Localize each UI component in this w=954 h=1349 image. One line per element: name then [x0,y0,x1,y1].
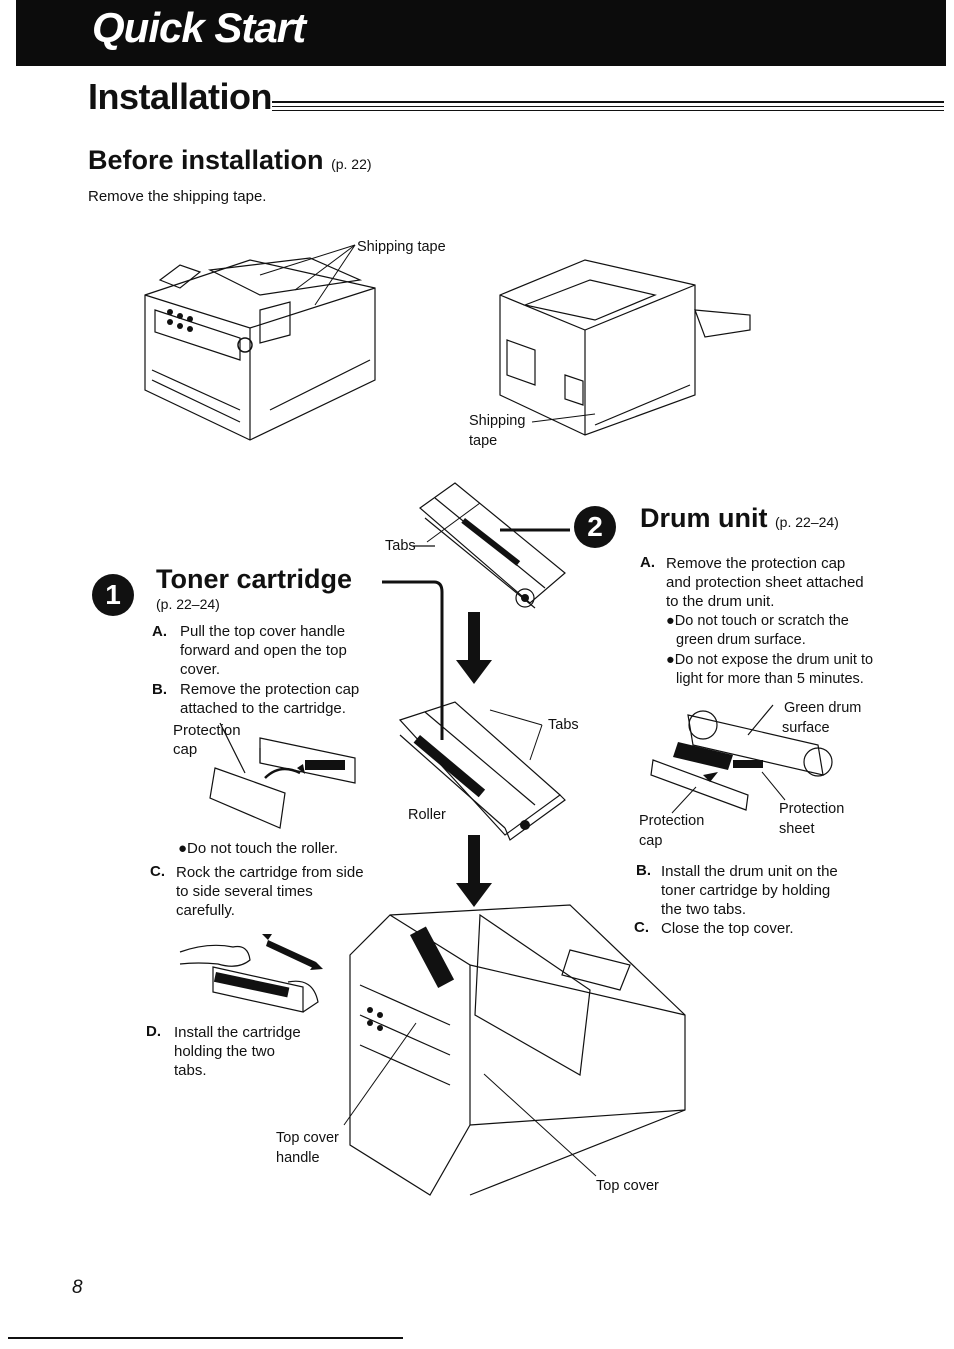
toner-cartridge-ref: (p. 22–24) [156,596,220,612]
before-installation-ref: (p. 22) [331,156,372,172]
toner-step-a-text-3: cover. [180,661,221,678]
toner-step-d: D. [146,1022,161,1041]
toner-cartridge-title: Toner cartridge [156,564,353,594]
drum-step-a-text-1: Remove the protection cap [666,555,846,572]
shipping-tape-leader-lines [259,244,356,306]
installation-rule [272,101,944,103]
green-drum-label-2: surface [782,720,830,736]
drum-protection-illustration [650,704,833,811]
toner-note-roller: ●Do not touch the roller. [178,840,338,857]
toner-step-a-text-2: forward and open the top [180,642,347,659]
protection-sheet-label-2: sheet [779,821,815,837]
toner-step-a-text-1: Pull the top cover handle [180,623,346,640]
drum-unit-heading: Drum unit [640,503,768,533]
tabs-mid-leaders [489,709,543,761]
before-installation-title: Before installation (p. 22) [88,145,372,176]
tabs-top-leader [426,502,481,543]
toner-step-a: A. [152,622,167,641]
toner-step-b-text-2: attached to the cartridge. [180,700,346,717]
drum-step-b-text-1: Install the drum unit on the [661,863,838,880]
before-installation-heading: Before installation [88,145,324,175]
footer-rule [8,1337,403,1339]
toner-step-c-letter: C. [150,863,165,880]
installation-title: Installation [88,76,273,117]
drum-protection-cap-label-1: Protection [639,813,705,829]
drum-step-a: A. [640,553,655,572]
drum-connector [500,528,570,532]
protection-sheet-leader [761,771,786,801]
drum-step-b: B. [636,861,651,880]
top-cover-handle-label-1: Top cover [276,1130,339,1146]
fax-machine-open-cover-illustration [349,904,686,1196]
toner-step-a-letter: A. [152,623,167,640]
rock-cartridge-illustration [179,934,323,1013]
top-cover-label: Top cover [596,1178,659,1194]
top-cover-handle-label-2: handle [276,1150,320,1166]
protection-cap-removal-illustration [209,722,356,829]
drum-step-c: C. [634,918,649,937]
shipping-rear-label-2: tape [469,433,498,449]
toner-step-d-text-1: Install the cartridge [174,1024,301,1041]
step-1-badge: 1 [92,574,134,616]
header-banner [16,0,946,66]
toner-step-d-text-2: holding the two [174,1043,275,1060]
shipping-rear-leader [531,413,596,423]
drum-step-b-letter: B. [636,862,651,879]
drum-step-b-text-2: toner cartridge by holding [661,882,831,899]
toner-cap-label: cap [173,741,198,758]
fax-machine-front-illustration [144,257,376,441]
roller-label: Roller [408,807,446,823]
drum-step-c-text-1: Close the top cover. [661,920,794,937]
fax-machine-rear-illustration [499,259,751,436]
protection-sheet-label-1: Protection [779,801,845,817]
drum-note-2b: light for more than 5 minutes. [676,671,864,687]
tabs-top-label: Tabs [385,538,416,554]
toner-step-d-letter: D. [146,1023,161,1040]
banner-title: Quick Start [92,4,306,51]
drum-step-a-text-2: and protection sheet attached [666,574,864,591]
drum-step-c-letter: C. [634,919,649,936]
toner-step-b-letter: B. [152,681,167,698]
drum-step-a-text-3: to the drum unit. [666,593,775,610]
page-number: 8 [72,1277,83,1298]
step-2-badge: 2 [574,506,616,548]
shipping-tape-label: Shipping tape [357,239,446,255]
top-cover-leader [483,1073,597,1177]
toner-title-connector [382,580,444,740]
drum-unit-illustration [413,482,566,609]
top-cover-handle-leader [343,1022,417,1126]
drum-step-a-letter: A. [640,554,655,571]
toner-step-b-text-1: Remove the protection cap [180,681,360,698]
toner-step-c-text-3: carefully. [176,902,235,919]
toner-step-c-text-2: to side several times [176,883,313,900]
drum-unit-title: Drum unit (p. 22–24) [640,503,839,534]
shipping-rear-label-1: Shipping [469,413,526,429]
before-instruction: Remove the shipping tape. [88,188,267,205]
green-drum-label-1: Green drum [784,700,862,716]
toner-step-c-text-1: Rock the cartridge from side [176,864,364,881]
tabs-mid-label: Tabs [548,717,579,733]
drum-note-1a: ●Do not touch or scratch the [666,613,849,629]
installation-rule-2 [272,106,944,107]
toner-protection-label: Protection [173,722,241,739]
toner-step-b: B. [152,680,167,699]
drum-step-b-text-3: the two tabs. [661,901,747,918]
drum-unit-ref: (p. 22–24) [775,514,839,530]
protection-cap-leader [671,786,697,814]
down-arrow-2 [456,835,492,907]
drum-note-1b: green drum surface. [676,632,806,648]
toner-drum-combined-illustration [398,701,566,841]
toner-step-d-text-3: tabs. [174,1062,207,1079]
drum-note-2a: ●Do not expose the drum unit to [666,652,874,668]
down-arrow-1 [456,612,492,684]
drum-protection-cap-label-2: cap [639,833,663,849]
toner-step-c: C. [150,862,165,881]
installation-rule-3 [272,110,944,111]
